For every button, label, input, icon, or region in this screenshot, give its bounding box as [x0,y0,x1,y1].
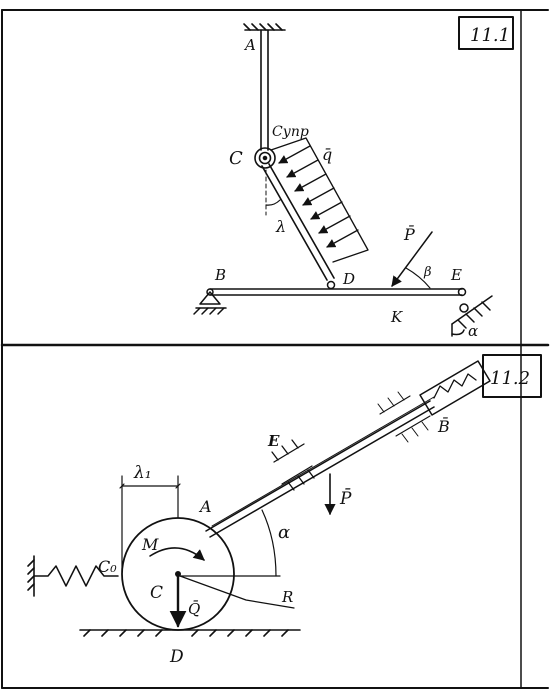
label-e-2: E [267,432,280,450]
label-alpha: α [468,322,478,340]
label-k: K [390,308,403,326]
label-lambda: λ [275,217,286,236]
figure-number-box [458,16,514,50]
label-c-2: C [150,583,163,603]
left-wall [27,555,35,597]
label-b-2: B̄ [437,415,450,436]
figure-number-2: 11.2 [490,368,530,389]
label-d: D [342,270,355,288]
pin-support-b [193,288,227,315]
roller-support-e [451,287,493,337]
figure-number: 11.1 [470,25,510,46]
figure-11-1: 11.1 [193,16,514,340]
label-c0: C₀ [98,557,117,576]
figure-number-box-2 [482,354,542,398]
label-lambda1: λ₁ [133,463,152,483]
page-frame [0,9,550,689]
label-q: q̄ [322,145,332,164]
label-a-2: A [198,497,212,516]
ceiling-support [243,23,286,31]
label-c-upr: Cупр [272,124,309,140]
angle-alpha-arc [261,509,277,577]
rod-ab [205,396,435,538]
angle-beta-arc [405,267,431,289]
label-q-2: Q̄ [188,600,200,618]
beam-be [209,288,463,296]
radius-r-line [179,575,295,609]
hinge-d [326,280,336,290]
label-r: R [281,588,293,606]
ground-surface [79,629,301,637]
label-p-2: P̄ [339,487,352,509]
label-d-2: D [169,647,184,667]
label-c: C [229,148,243,169]
moment-m-arrow [149,547,205,561]
label-b: B [214,266,226,284]
hinge-c [254,147,276,169]
rod-cd [261,163,335,281]
horizontal-spring [33,565,119,587]
label-beta: β [423,265,432,280]
label-e: E [450,266,462,284]
dimension-lambda1 [119,475,181,573]
distributed-load [270,137,369,263]
angle-lambda-arc [265,199,281,206]
rod-ac [260,29,269,151]
label-alpha-2: α [278,522,290,543]
label-p: P̄ [403,223,415,244]
guide-e [271,439,315,491]
spring-housing-b [377,360,491,443]
figure-11-2: 11.2 [27,354,542,667]
force-p-arrow [391,231,433,287]
label-a: A [243,36,256,54]
label-m: M [141,535,159,554]
